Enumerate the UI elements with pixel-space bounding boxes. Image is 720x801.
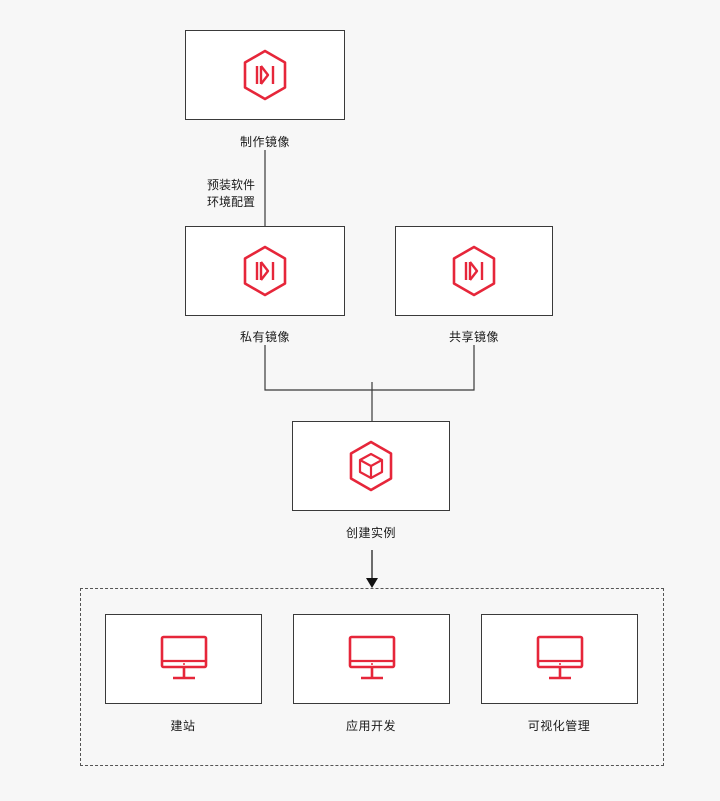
edge-private-to-merge bbox=[264, 345, 372, 391]
make-image-label: 制作镜像 bbox=[239, 135, 290, 149]
edge-shared-to-merge bbox=[372, 345, 475, 391]
create-instance-box[interactable] bbox=[292, 421, 450, 511]
visual-mgmt-label: 可视化管理 bbox=[527, 719, 591, 733]
monitor-icon bbox=[348, 635, 395, 680]
shared-image-label: 共享镜像 bbox=[448, 330, 499, 344]
private-image-box[interactable] bbox=[185, 226, 345, 316]
app-dev-box[interactable] bbox=[293, 614, 450, 704]
image-icon bbox=[243, 245, 287, 297]
visual-mgmt-box[interactable] bbox=[481, 614, 638, 704]
shared-image-box[interactable] bbox=[395, 226, 553, 316]
edge-label: 预装软件 环境配置 bbox=[185, 177, 255, 211]
private-image-label: 私有镜像 bbox=[239, 330, 290, 344]
edge-label-line2: 环境配置 bbox=[206, 195, 255, 209]
make-image-box[interactable] bbox=[185, 30, 345, 120]
image-icon bbox=[452, 245, 496, 297]
image-icon bbox=[243, 49, 287, 101]
instance-icon bbox=[349, 440, 393, 492]
build-site-box[interactable] bbox=[105, 614, 262, 704]
app-dev-label: 应用开发 bbox=[345, 719, 396, 733]
arrowhead bbox=[366, 578, 378, 588]
monitor-icon bbox=[536, 635, 583, 680]
edge-label-line1: 预装软件 bbox=[206, 178, 255, 192]
use-case-group bbox=[80, 588, 664, 766]
build-site-label: 建站 bbox=[170, 719, 196, 733]
create-instance-label: 创建实例 bbox=[345, 526, 396, 540]
monitor-icon bbox=[160, 635, 207, 680]
